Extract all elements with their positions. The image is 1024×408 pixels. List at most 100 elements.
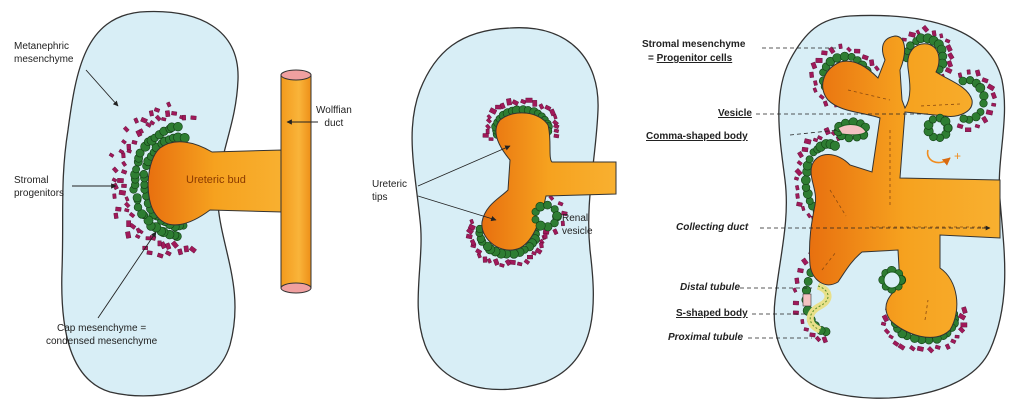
cap-cell xyxy=(132,165,140,174)
stromal-cell xyxy=(113,212,119,219)
stromal-cell xyxy=(909,345,916,352)
stromal-cell xyxy=(125,231,132,239)
stromal-cell xyxy=(482,256,488,263)
stromal-cell xyxy=(838,43,843,50)
stromal-cell xyxy=(797,267,804,274)
stromal-cell xyxy=(818,94,825,100)
cap-cell xyxy=(543,200,552,210)
wolffian-duct-bottom-opening xyxy=(280,282,312,294)
stromal-cell xyxy=(122,125,130,133)
label-ureteric-bud: Ureteric bud xyxy=(186,174,246,186)
stromal-cell xyxy=(945,44,953,53)
stromal-cell xyxy=(944,38,951,44)
stromal-cell xyxy=(117,178,124,184)
stromal-cell xyxy=(966,69,971,75)
cap-cell xyxy=(535,201,546,212)
label-renal-vesicle: Renal vesicle xyxy=(562,212,593,238)
growth-arrow xyxy=(926,149,951,166)
stromal-cell xyxy=(552,228,559,236)
stromal-cell xyxy=(974,69,981,77)
label-metanephric-mesenchyme: Metanephric mesenchyme xyxy=(14,40,73,66)
stromal-cell xyxy=(499,262,505,268)
distal-glomerulus xyxy=(883,271,901,289)
label-line: Cap mesenchyme = xyxy=(56,323,147,334)
stromal-cell xyxy=(469,218,475,225)
stromal-cell xyxy=(797,150,804,159)
stromal-cell xyxy=(124,196,130,202)
label-stromal-progenitors: Stromal progenitors xyxy=(14,174,64,200)
stromal-cell xyxy=(121,139,127,145)
stromal-cell xyxy=(931,30,937,37)
wolffian-duct-top-opening xyxy=(280,69,312,81)
stromal-cell xyxy=(111,177,118,183)
stromal-cell xyxy=(177,248,184,256)
stromal-cell xyxy=(112,193,117,199)
label-line: mesenchyme xyxy=(14,54,74,65)
stromal-cell xyxy=(921,24,930,33)
label-progenitor-text: Progenitor cells xyxy=(656,53,733,64)
leader-tips-lower xyxy=(417,195,497,222)
stromal-cell xyxy=(812,87,818,93)
stromal-cell xyxy=(883,328,891,335)
stromal-cell xyxy=(145,121,152,128)
stromal-cell xyxy=(149,120,156,126)
stromal-cell xyxy=(482,133,489,138)
flow-lines xyxy=(821,89,990,321)
stromal-cell xyxy=(108,152,115,158)
stromal-cell xyxy=(801,205,806,212)
stromal-cell xyxy=(157,240,162,247)
stromal-cell xyxy=(123,201,131,209)
stromal-cell xyxy=(467,223,476,231)
stromal-cell xyxy=(814,335,822,343)
stromal-cell xyxy=(828,46,836,55)
label-collecting-duct: Collecting duct xyxy=(676,222,749,233)
stromal-cell xyxy=(544,104,552,112)
stromal-cell xyxy=(869,59,875,67)
label-line: vesicle xyxy=(562,226,593,237)
stromal-cell xyxy=(560,210,568,217)
stromal-cell xyxy=(538,242,544,249)
cap-cell xyxy=(928,115,937,124)
cap-cell xyxy=(173,121,183,132)
cap-cell xyxy=(800,175,811,185)
stromal-cell xyxy=(796,160,803,166)
stromal-cell xyxy=(991,102,997,107)
stromal-cell xyxy=(121,183,127,188)
stromal-cell xyxy=(796,201,803,207)
stromal-cell xyxy=(961,306,968,314)
stromal-cell xyxy=(861,54,869,61)
stromal-cell xyxy=(809,71,814,78)
stromal-cell xyxy=(146,250,153,256)
stromal-cell xyxy=(156,252,164,259)
stromal-cell xyxy=(985,109,994,116)
stromal-cell xyxy=(821,50,828,56)
branching-ureteric-bud xyxy=(481,112,617,251)
label-distal-tubule: Distal tubule xyxy=(680,282,741,293)
stromal-cell xyxy=(981,115,989,124)
stromal-cell xyxy=(981,77,989,84)
stromal-cell xyxy=(974,123,981,129)
s-body-lumen xyxy=(802,293,812,307)
label-line: duct xyxy=(324,118,344,129)
stromal-cell xyxy=(538,103,545,110)
stromal-cell xyxy=(190,115,197,121)
stromal-cell xyxy=(965,127,972,133)
stromal-cell xyxy=(810,61,818,70)
stromal-cell xyxy=(523,258,531,265)
stromal-cell xyxy=(469,238,477,247)
stromal-cell xyxy=(485,117,492,124)
panel3-leaders xyxy=(740,47,990,339)
stromal-cell xyxy=(846,46,852,53)
label-progenitor-cells: = Progenitor cells xyxy=(648,52,732,65)
stromal-cell xyxy=(553,133,560,139)
stromal-cell xyxy=(822,100,829,107)
stromal-cell xyxy=(164,250,172,257)
stromal-cell xyxy=(475,248,483,255)
label-line: tips xyxy=(372,192,388,203)
label-plus: + xyxy=(954,149,962,163)
stromal-cell xyxy=(121,160,127,167)
stromal-cell xyxy=(128,211,136,219)
stromal-cell xyxy=(800,319,805,325)
stromal-cell xyxy=(486,114,492,120)
stromal-cell xyxy=(816,135,823,141)
